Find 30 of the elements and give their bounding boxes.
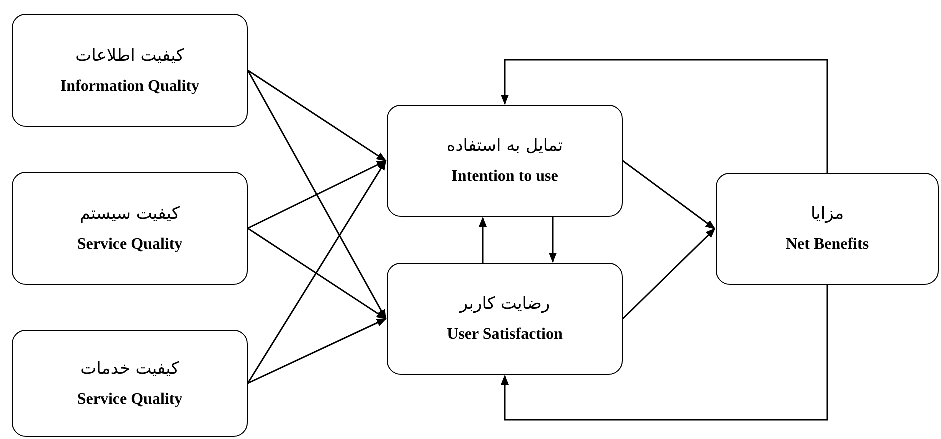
arrow <box>248 70 387 162</box>
concept-box <box>12 172 248 285</box>
english-label: Information Quality <box>60 78 200 96</box>
concept-box <box>716 173 939 285</box>
persian-label: کیفیت اطلاعات <box>76 46 184 66</box>
arrow <box>501 59 828 173</box>
persian-label: رضایت کاربر <box>460 294 550 314</box>
arrow <box>247 70 387 320</box>
arrow <box>501 285 828 421</box>
english-label: User Satisfaction <box>447 326 563 344</box>
concept-box <box>12 330 248 437</box>
arrow <box>549 217 557 263</box>
arrow <box>248 228 387 320</box>
concept-box <box>387 105 623 217</box>
concept-box <box>387 263 623 375</box>
persian-label: کیفیت خدمات <box>80 358 180 378</box>
arrow <box>247 160 387 384</box>
arrow <box>622 160 716 230</box>
english-label: Intention to use <box>452 168 558 186</box>
concept-box <box>12 14 248 127</box>
arrow <box>622 228 716 320</box>
persian-label: مزایا <box>810 204 844 224</box>
arrow <box>248 160 387 230</box>
persian-label: کیفیت سیستم <box>80 204 180 224</box>
english-label: Service Quality <box>77 236 183 254</box>
english-label: Service Quality <box>77 390 183 408</box>
english-label: Net Benefits <box>786 236 870 254</box>
arrow <box>248 318 387 384</box>
persian-label: تمایل به استفاده <box>446 136 564 156</box>
arrow <box>479 217 487 263</box>
